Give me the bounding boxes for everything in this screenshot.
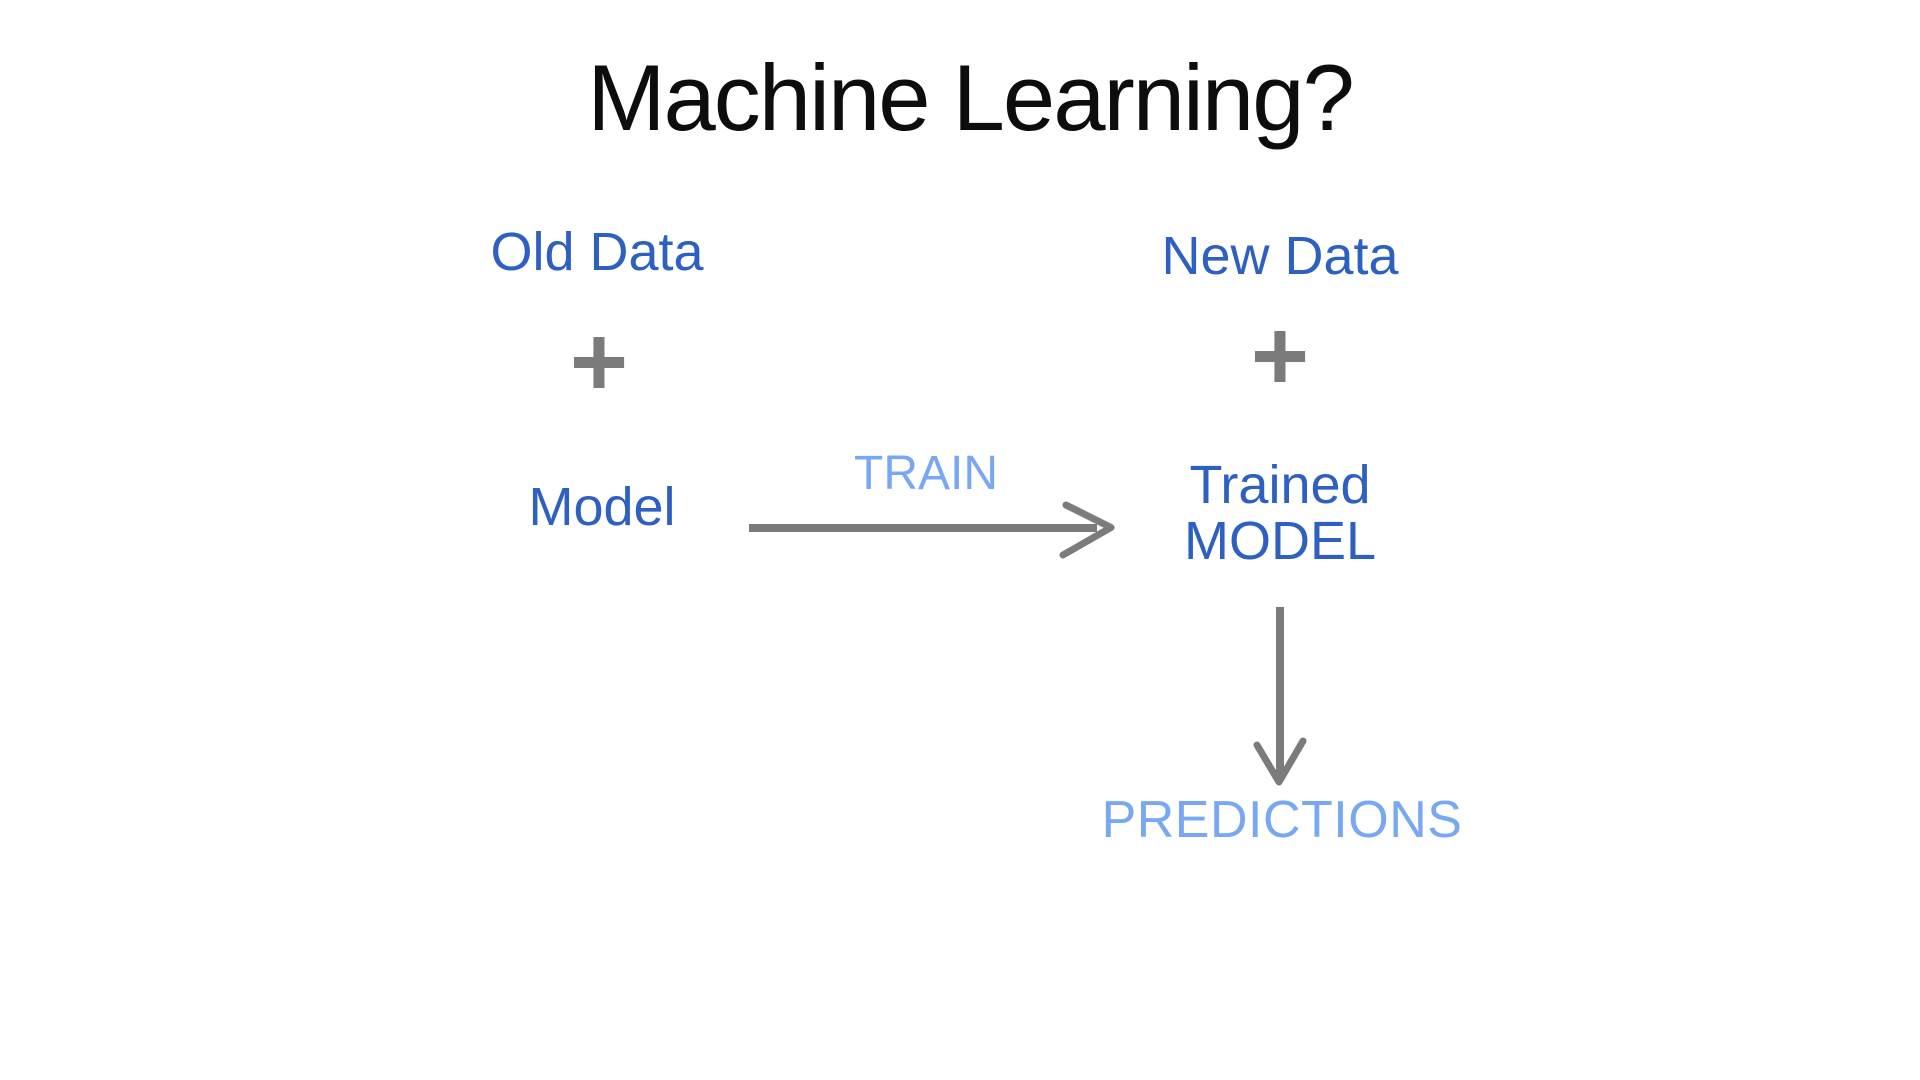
slide-title: Machine Learning? [587, 45, 1355, 150]
old-data-label: Old Data [490, 222, 704, 282]
trained-model-line1: Trained [1189, 455, 1371, 515]
trained-model-line2: MODEL [1183, 511, 1377, 571]
model-label: Model [528, 477, 676, 537]
train-label: TRAIN [854, 447, 998, 500]
predictions-label: PREDICTIONS [1101, 791, 1463, 849]
inference-plus-icon: + [1250, 300, 1310, 412]
training-plus-icon: + [569, 306, 629, 418]
new-data-label: New Data [1161, 226, 1399, 286]
down-arrow-icon [1253, 607, 1307, 786]
trained-model-label: Trained MODEL [1184, 457, 1376, 569]
right-arrow-icon [749, 501, 1115, 559]
